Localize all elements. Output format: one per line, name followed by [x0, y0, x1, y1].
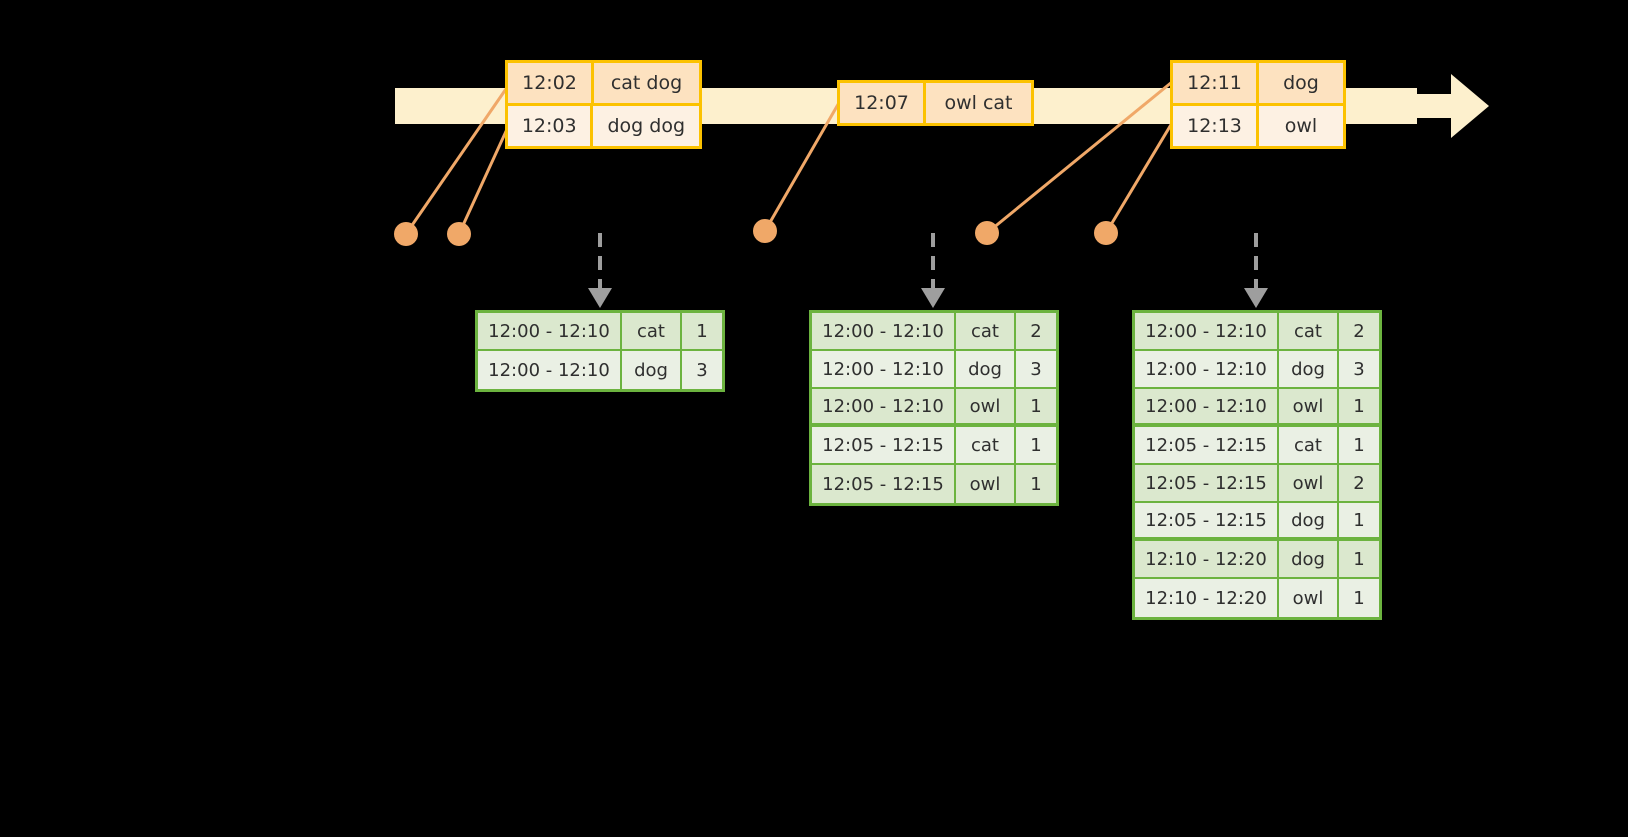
window-cell: 12:10 - 12:20: [1135, 579, 1279, 617]
window-cell: 12:00 - 12:10: [1135, 313, 1279, 349]
key-cell: owl: [1279, 465, 1339, 501]
window-cell: 12:05 - 12:15: [1135, 503, 1279, 537]
count-cell: 3: [1339, 351, 1379, 387]
dashed-arrow-to-table-2-head: [921, 288, 945, 308]
count-cell: 1: [1016, 427, 1056, 463]
window-cell: 12:00 - 12:10: [812, 389, 956, 423]
window-cell: 12:05 - 12:15: [812, 465, 956, 503]
count-cell: 1: [1339, 541, 1379, 577]
count-cell: 2: [1339, 313, 1379, 349]
connector-dot-4: [975, 221, 999, 245]
window-cell: 12:00 - 12:10: [478, 351, 622, 389]
count-cell: 1: [1016, 465, 1056, 503]
count-cell: 1: [1339, 389, 1379, 423]
key-cell: owl: [1279, 579, 1339, 617]
event-time: 12:11: [1173, 63, 1259, 103]
count-cell: 1: [1339, 503, 1379, 537]
window-cell: 12:00 - 12:10: [1135, 389, 1279, 423]
window-cell: 12:00 - 12:10: [478, 313, 622, 349]
event-payload: cat dog: [594, 63, 699, 103]
event-time: 12:07: [840, 83, 926, 123]
event-time: 12:03: [508, 106, 594, 146]
connector-dot-2: [447, 222, 471, 246]
window-cell: 12:05 - 12:15: [1135, 465, 1279, 501]
event-payload: dog dog: [593, 106, 699, 146]
window-cell: 12:00 - 12:10: [812, 313, 956, 349]
event-payload: owl cat: [926, 83, 1031, 123]
key-cell: owl: [956, 389, 1016, 423]
key-cell: cat: [1279, 427, 1339, 463]
event-payload: dog: [1259, 63, 1343, 103]
key-cell: cat: [622, 313, 682, 349]
dashed-arrow-layer: [588, 233, 1268, 308]
connector-dot-5: [1094, 221, 1118, 245]
count-cell: 1: [1016, 389, 1056, 423]
count-cell: 2: [1339, 465, 1379, 501]
window-cell: 12:10 - 12:20: [1135, 541, 1279, 577]
key-cell: dog: [622, 351, 682, 389]
key-cell: dog: [1279, 351, 1339, 387]
window-cell: 12:05 - 12:15: [1135, 427, 1279, 463]
key-cell: cat: [956, 427, 1016, 463]
right-arrow-icon: [1417, 74, 1489, 138]
key-cell: cat: [1279, 313, 1339, 349]
event-payload: owl: [1259, 106, 1343, 146]
connector-dot-1: [394, 222, 418, 246]
event-time: 12:13: [1173, 106, 1259, 146]
event-time: 12:02: [508, 63, 594, 103]
dashed-arrow-to-table-3-head: [1244, 288, 1268, 308]
key-cell: dog: [1279, 503, 1339, 537]
key-cell: dog: [956, 351, 1016, 387]
window-cell: 12:05 - 12:15: [812, 427, 956, 463]
key-cell: dog: [1279, 541, 1339, 577]
count-cell: 2: [1016, 313, 1056, 349]
connector-dot-2-line: [457, 126, 510, 235]
key-cell: owl: [956, 465, 1016, 503]
count-cell: 3: [682, 351, 722, 389]
key-cell: cat: [956, 313, 1016, 349]
connector-dot-5-line: [1104, 122, 1174, 234]
window-cell: 12:00 - 12:10: [812, 351, 956, 387]
window-cell: 12:00 - 12:10: [1135, 351, 1279, 387]
count-cell: 1: [1339, 579, 1379, 617]
count-cell: 1: [682, 313, 722, 349]
count-cell: 1: [1339, 427, 1379, 463]
dashed-arrow-to-table-1-head: [588, 288, 612, 308]
connector-dot-3: [753, 219, 777, 243]
count-cell: 3: [1016, 351, 1056, 387]
key-cell: owl: [1279, 389, 1339, 423]
